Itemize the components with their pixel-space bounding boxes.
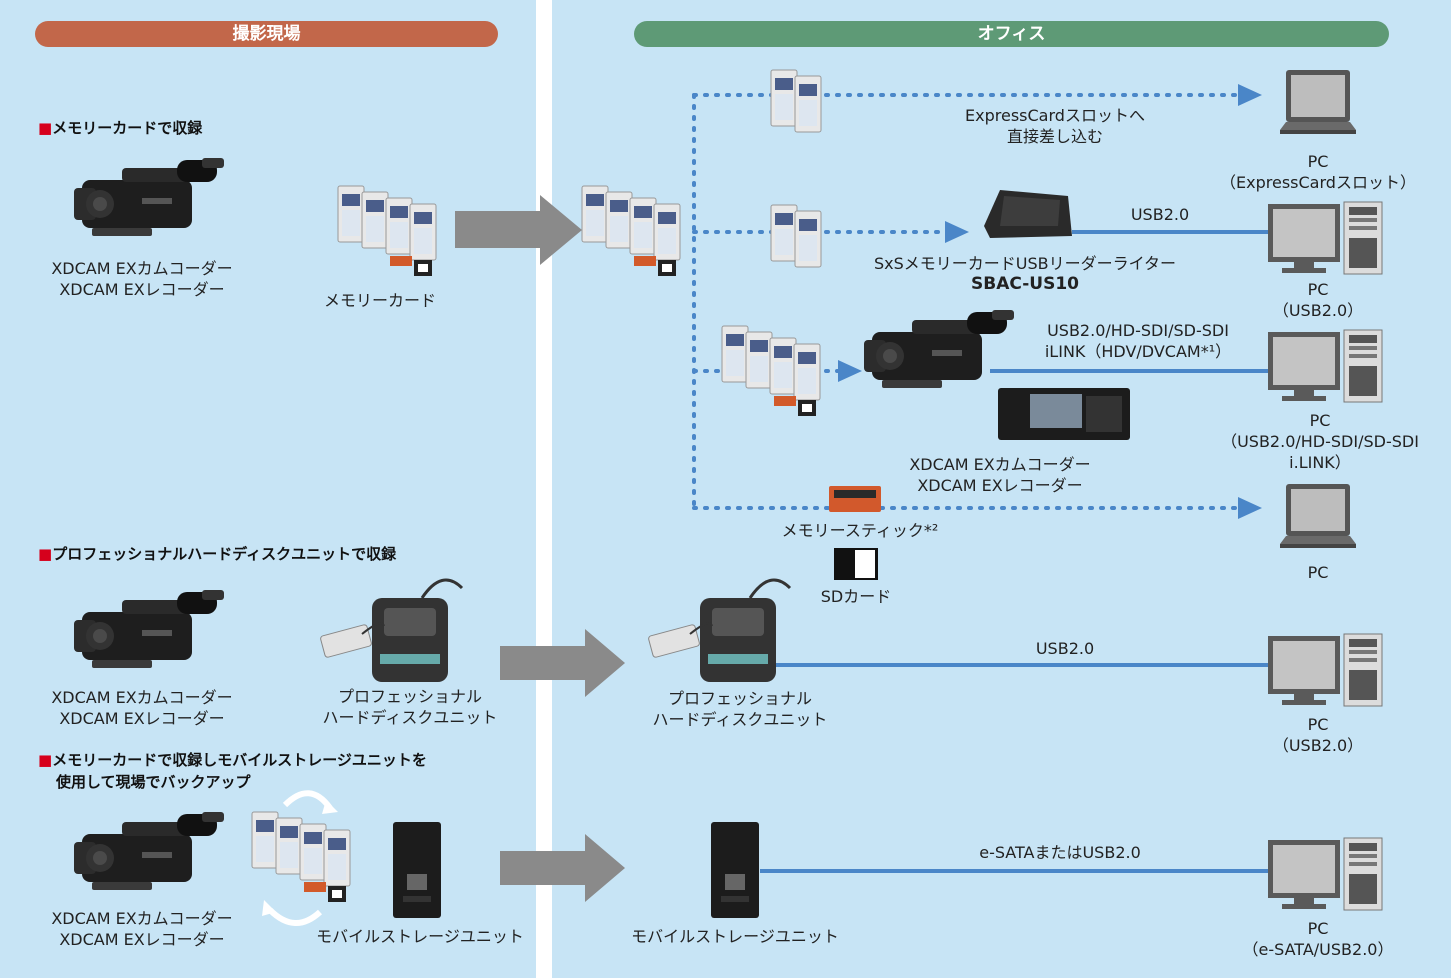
- solid-lines: [758, 230, 1270, 873]
- camcorder-1: [74, 158, 224, 236]
- pc-label-line3: i.LINK）: [1289, 453, 1351, 472]
- pc-label-line1: PC: [1307, 152, 1329, 171]
- field-header: 撮影現場: [35, 21, 498, 47]
- camcorder-label-4: XDCAM EXカムコーダー XDCAM EXレコーダー: [892, 454, 1108, 496]
- interfaces-label-line2: iLINK（HDV/DVCAM*¹）: [1044, 342, 1232, 361]
- pc-label-1: PC （ExpressCardスロット）: [1208, 151, 1428, 193]
- card-express: [770, 69, 798, 127]
- pc-label-line1: PC: [1307, 919, 1329, 938]
- pro-hdd-label-line2: ハードディスクユニット: [652, 710, 828, 729]
- camcorder-label-1: XDCAM EXカムコーダー XDCAM EXレコーダー: [34, 258, 250, 300]
- pc-label-5: PC （USB2.0）: [1238, 714, 1398, 756]
- backup-cycle-arrow-bottom: [267, 907, 323, 926]
- pro-hdd-label-line2: ハードディスクユニット: [322, 708, 498, 727]
- express-label-line2: 直接差し込む: [1006, 127, 1103, 146]
- pc-desktop-1: [1267, 201, 1383, 275]
- process-arrow-1: [455, 195, 582, 265]
- sd-card-label: SDカード: [820, 587, 892, 606]
- pro-hdd-label-1: プロフェッショナル ハードディスクユニット: [310, 686, 510, 728]
- camcorder-label-3: XDCAM EXカムコーダー XDCAM EXレコーダー: [34, 908, 250, 950]
- pc-desktop-4: [1267, 837, 1383, 911]
- camcorder-label-line2: XDCAM EXレコーダー: [59, 930, 225, 949]
- pc-desktop-2: [1267, 329, 1383, 403]
- mobile-storage-label-2: モバイルストレージユニット: [631, 927, 839, 946]
- camcorder-label-2: XDCAM EXカムコーダー XDCAM EXレコーダー: [34, 687, 250, 729]
- pc-label-3: PC （USB2.0/HD-SDI/SD-SDI i.LINK）: [1196, 410, 1444, 473]
- pc-label-line2: （USB2.0）: [1272, 301, 1364, 320]
- section-title-text: プロフェッショナルハードディスクユニットで収録: [52, 545, 397, 563]
- pc-label-line2: （USB2.0）: [1272, 736, 1364, 755]
- dotted-arrowheads: [838, 84, 1262, 519]
- usb-label-2: USB2.0: [1035, 639, 1095, 658]
- dotted-paths: [692, 93, 1240, 510]
- pc-label-line2: （USB2.0/HD-SDI/SD-SDI: [1221, 432, 1419, 451]
- pro-hdd-label-line1: プロフェッショナル: [667, 689, 812, 708]
- pro-hdd-unit-2: [646, 578, 792, 684]
- camcorder-3: [74, 812, 224, 890]
- pc-label-line1: PC: [1309, 411, 1331, 430]
- camcorder-label-line2: XDCAM EXレコーダー: [917, 476, 1083, 495]
- reader-label-line1: SxSメモリーカードUSBリーダーライター: [874, 254, 1176, 273]
- section-title-2: ■プロフェッショナルハードディスクユニットで収録: [38, 543, 396, 565]
- memory-stick-label: メモリースティック*²: [781, 521, 939, 540]
- section-title-1: ■メモリーカードで収録: [38, 117, 202, 139]
- memory-cards-4: [722, 326, 820, 416]
- esata-label: e-SATAまたはUSB2.0: [979, 843, 1141, 862]
- camcorder-label-line2: XDCAM EXレコーダー: [59, 709, 225, 728]
- mobile-storage-2: [711, 822, 759, 918]
- camcorder-label-line1: XDCAM EXカムコーダー: [51, 909, 233, 928]
- backup-cycle-arrow-top: [282, 790, 333, 810]
- section-title-3: ■メモリーカードで収録しモバイルストレージユニットを 使用して現場でバックアップ: [38, 749, 427, 793]
- pc-label-6: PC （e-SATA/USB2.0）: [1218, 918, 1418, 960]
- pc-laptop-2: [1280, 484, 1356, 548]
- recorder-deck: [998, 388, 1130, 440]
- pc-label-line2: （ExpressCardスロット）: [1220, 173, 1416, 192]
- express-label-line1: ExpressCardスロットへ: [965, 106, 1145, 125]
- pc-label-line1: PC: [1307, 563, 1329, 582]
- camcorder-label-line1: XDCAM EXカムコーダー: [51, 259, 233, 278]
- card-reader: [770, 204, 798, 262]
- memory-card-label-1: メモリーカード: [323, 291, 436, 310]
- office-header: オフィス: [634, 21, 1389, 47]
- camcorder-label-line1: XDCAM EXカムコーダー: [51, 688, 233, 707]
- camcorder-label-line2: XDCAM EXレコーダー: [59, 280, 225, 299]
- process-arrow-2: [500, 629, 625, 697]
- express-label: ExpressCardスロットへ 直接差し込む: [940, 105, 1170, 147]
- interfaces-label-line1: USB2.0/HD-SDI/SD-SDI: [1047, 321, 1229, 340]
- pc-label-line2: （e-SATA/USB2.0）: [1242, 940, 1394, 959]
- pro-hdd-label-line1: プロフェッショナル: [337, 687, 482, 706]
- mobile-storage-1: [393, 822, 441, 918]
- section-marker: ■: [38, 545, 53, 563]
- pro-hdd-label-2: プロフェッショナル ハードディスクユニット: [640, 688, 840, 730]
- interfaces-label: USB2.0/HD-SDI/SD-SDI iLINK（HDV/DVCAM*¹）: [1018, 320, 1258, 362]
- section-marker: ■: [38, 751, 53, 769]
- reader-label: SxSメモリーカードUSBリーダーライター: [850, 253, 1200, 274]
- section-title-text: メモリーカードで収録しモバイルストレージユニットを: [52, 751, 427, 769]
- section-title-text-2: 使用して現場でバックアップ: [56, 773, 251, 791]
- camcorder-2: [74, 590, 224, 668]
- sd-card: [834, 548, 878, 580]
- mobile-storage-label-1: モバイルストレージユニット: [316, 927, 524, 946]
- memory-cards-1: [338, 186, 436, 276]
- pc-desktop-3: [1267, 633, 1383, 707]
- pc-label-2: PC （USB2.0）: [1238, 279, 1398, 321]
- reader-writer-device: [984, 190, 1072, 238]
- process-arrow-3: [500, 834, 625, 902]
- section-title-text: メモリーカードで収録: [52, 119, 203, 137]
- memory-cards-3: [252, 812, 350, 902]
- pc-label-line1: PC: [1307, 715, 1329, 734]
- camcorder-4: [864, 310, 1014, 388]
- camcorder-label-line1: XDCAM EXカムコーダー: [909, 455, 1091, 474]
- reader-model: SBAC-US10: [971, 274, 1079, 294]
- memory-stick: [829, 486, 881, 512]
- pc-laptop-1: [1280, 70, 1356, 134]
- pc-label-4: PC: [1268, 562, 1368, 583]
- pro-hdd-unit-1: [318, 578, 464, 684]
- memory-cards-2: [582, 186, 680, 276]
- pc-label-line1: PC: [1307, 280, 1329, 299]
- usb-label-1: USB2.0: [1130, 205, 1190, 224]
- section-marker: ■: [38, 119, 53, 137]
